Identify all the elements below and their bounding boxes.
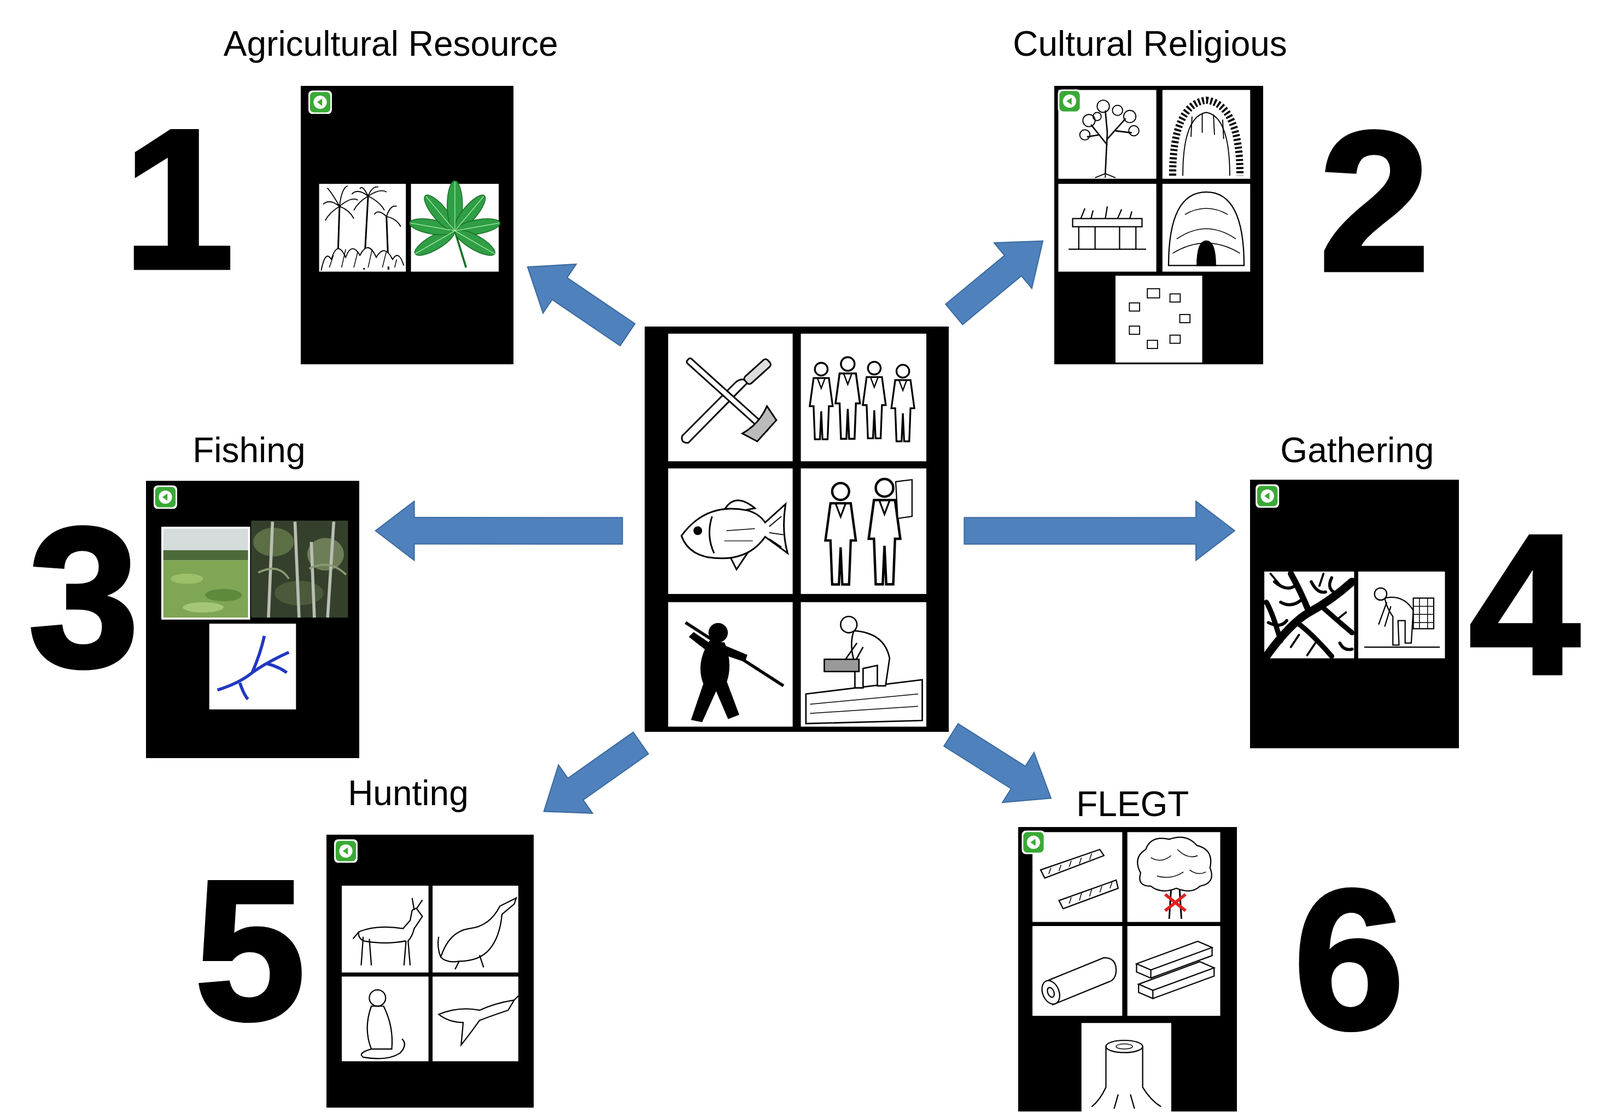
- callout-number: 4: [1469, 504, 1580, 704]
- picture-cells: [341, 885, 519, 1062]
- panel-title: Fishing: [192, 429, 306, 472]
- callout-number: 5: [194, 850, 306, 1050]
- callout-number: 2: [1318, 101, 1430, 301]
- picture-cells: [319, 183, 499, 272]
- picture-cells: [1032, 831, 1220, 1112]
- timber-drawings: [1038, 836, 1215, 1108]
- block-arrow: [544, 732, 649, 814]
- gatherer-drawing: [1358, 571, 1446, 659]
- callout-number: 3: [28, 497, 139, 697]
- hunter-drawing: [685, 622, 784, 722]
- picture-cells: [668, 333, 927, 727]
- hunting-pictures: [326, 834, 534, 1107]
- village-drawing: [1129, 288, 1190, 349]
- forest-photo: [250, 520, 348, 618]
- block-arrow: [375, 500, 623, 560]
- forest-drawing: [321, 185, 405, 271]
- image-panel: Agricultural Resource: [300, 85, 513, 365]
- picture-cells: [1058, 89, 1251, 362]
- block-arrow: [943, 723, 1051, 803]
- panel-title: Agricultural Resource: [223, 22, 559, 66]
- dome-hut-drawing: [1168, 191, 1245, 266]
- image-panel: Cultural Religious: [1054, 85, 1264, 365]
- river-map: [209, 623, 297, 710]
- block-arrow: [527, 264, 635, 346]
- block-arrow: [945, 241, 1043, 325]
- callout-number: 1: [123, 99, 234, 299]
- cultural-pictures: [1054, 85, 1264, 365]
- central-pictures: [644, 326, 949, 732]
- wetland-photo: [161, 526, 250, 620]
- chainsaw-drawing: [806, 616, 923, 724]
- two-people-drawing: [825, 479, 913, 585]
- tools-drawing: [675, 346, 780, 445]
- agriculture-pictures: [300, 85, 513, 365]
- block-arrow: [964, 500, 1235, 560]
- panel-title: Gathering: [1280, 429, 1434, 472]
- panel-title: Hunting: [347, 772, 469, 815]
- people-drawing: [809, 357, 915, 442]
- callout-number: 6: [1293, 859, 1405, 1059]
- panel-title: Cultural Religious: [1012, 22, 1288, 66]
- image-panel: Fishing: [146, 480, 360, 759]
- central-panel: [644, 326, 949, 732]
- animal-drawings: [353, 897, 519, 1059]
- fish-drawing: [681, 500, 788, 570]
- branches-drawing: [1264, 571, 1354, 659]
- image-panel: FLEGT: [1018, 826, 1237, 1112]
- tree-drawing: [1079, 100, 1139, 178]
- gathering-pictures: [1250, 479, 1460, 749]
- vine-arch-drawing: [1172, 100, 1240, 176]
- panel-title: FLEGT: [1076, 783, 1189, 826]
- fishing-pictures: [146, 480, 360, 759]
- flegt-pictures: [1018, 826, 1237, 1112]
- image-panel: Hunting: [326, 834, 534, 1107]
- cassava-leaf: [408, 180, 502, 268]
- image-panel: Gathering: [1250, 479, 1460, 749]
- platform-drawing: [1068, 206, 1147, 249]
